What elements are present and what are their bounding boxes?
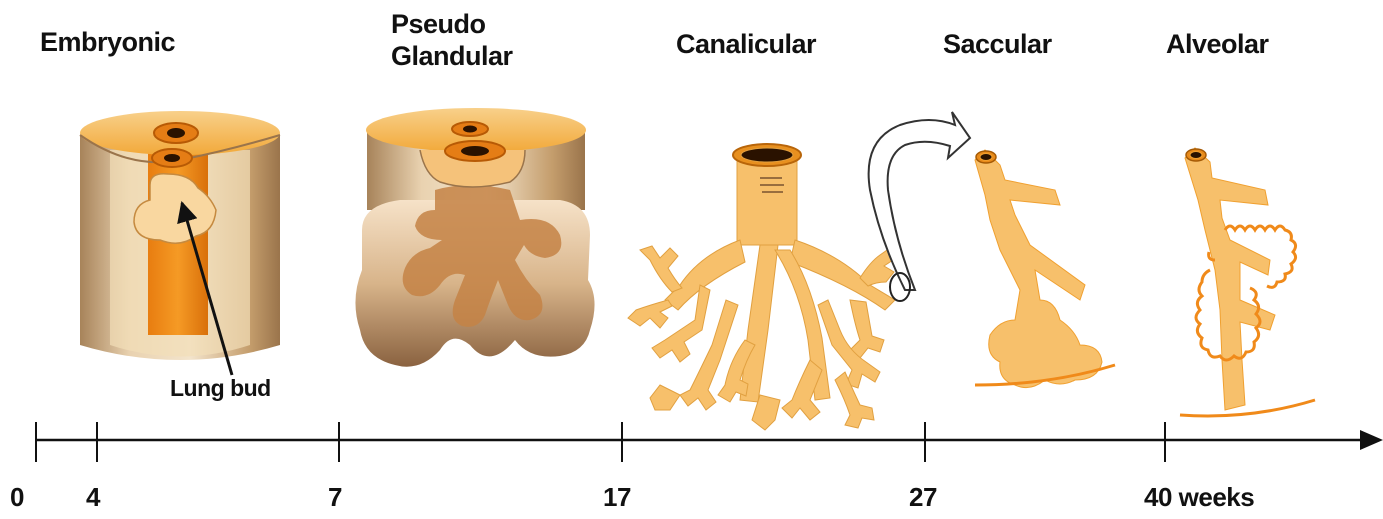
- tick-label-27: 27: [909, 482, 937, 513]
- embryonic-illustration: [80, 111, 280, 360]
- saccular-illustration: [975, 150, 1115, 388]
- stage-title-line: Canalicular: [676, 29, 816, 59]
- canalicular-illustration: [628, 144, 896, 430]
- tick-label-7: 7: [328, 482, 342, 513]
- pseudoglandular-illustration: [355, 108, 594, 367]
- alveolar-illustration: [1180, 148, 1315, 416]
- tick-label-0: 0: [10, 482, 24, 513]
- stage-title-pseudoglandular: Pseudo Glandular: [391, 8, 513, 72]
- stage-title-line: Alveolar: [1166, 29, 1269, 59]
- tick-label-40-weeks: 40 weeks: [1144, 482, 1254, 513]
- tick-label-4: 4: [86, 482, 100, 513]
- stage-title-alveolar: Alveolar: [1166, 28, 1269, 60]
- stage-title-line: Embryonic: [40, 27, 175, 57]
- axis-arrowhead: [1360, 430, 1383, 450]
- stage-title-saccular: Saccular: [943, 28, 1052, 60]
- timeline-axis: [36, 422, 1383, 462]
- stage-title-line: Saccular: [943, 29, 1052, 59]
- stage-title-embryonic: Embryonic: [40, 26, 175, 58]
- stage-title-line: Glandular: [391, 40, 513, 72]
- stage-title-line: Pseudo: [391, 8, 513, 40]
- tick-label-17: 17: [603, 482, 631, 513]
- stage-title-canalicular: Canalicular: [676, 28, 816, 60]
- lung-bud-label: Lung bud: [170, 375, 271, 402]
